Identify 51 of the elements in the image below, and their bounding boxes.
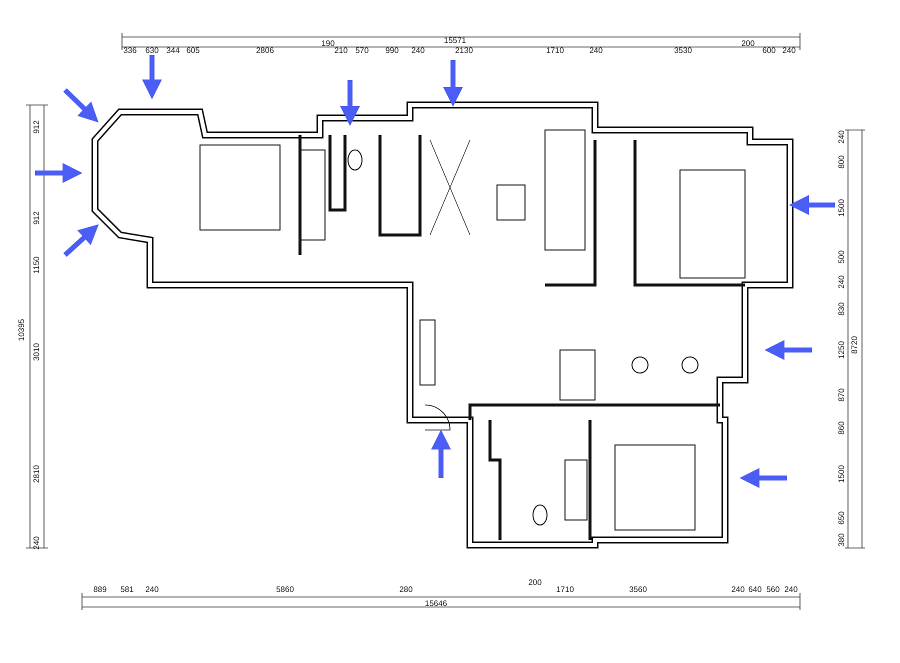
dimension-text: 3010 [33,343,41,361]
dimension-text: 240 [731,586,745,594]
dimension-text: 3560 [629,586,647,594]
dimension-text: 3530 [674,47,692,55]
dimension-text: 2806 [256,47,274,55]
dimension-text: 10395 [18,318,26,342]
dimension-text: 860 [838,421,846,435]
dimension-text: 190 [321,40,335,48]
dimension-text: 240 [838,275,846,289]
dimension-text: 650 [838,511,846,525]
dimension-text: 1250 [838,341,846,359]
dimension-text: 1500 [838,199,846,217]
dimension-text: 240 [838,130,846,144]
dimension-text: 640 [748,586,762,594]
dimension-text: 630 [145,47,159,55]
dimension-text: 2130 [455,47,473,55]
dimension-text: 15646 [424,600,448,608]
dimension-text: 240 [589,47,603,55]
dimension-text: 600 [762,47,776,55]
dimension-text: 200 [528,579,542,587]
dimension-text: 889 [93,586,107,594]
dimension-text: 500 [838,250,846,264]
dimension-text: 1710 [546,47,564,55]
dimension-text: 280 [399,586,413,594]
dimension-text: 15571 [444,37,466,45]
dimension-text: 581 [120,586,134,594]
dimension-text: 912 [33,211,41,225]
dimension-text: 560 [766,586,780,594]
dimension-text: 344 [166,47,180,55]
dimension-text: 210 [334,47,348,55]
dimension-text: 240 [411,47,425,55]
dimension-text: 8720 [851,336,859,354]
dimension-text: 605 [186,47,200,55]
dimension-text: 870 [838,388,846,402]
dimension-text: 380 [838,533,846,547]
dimension-text: 1150 [33,256,41,274]
dimension-text: 1710 [556,586,574,594]
dimension-text: 336 [123,47,137,55]
dimension-text: 912 [33,120,41,134]
dimension-text: 2810 [33,465,41,483]
dimension-text: 240 [782,47,796,55]
dimension-text: 990 [385,47,399,55]
dimension-text: 1500 [838,465,846,483]
dimension-text: 200 [741,40,755,48]
dimension-text: 240 [784,586,798,594]
dimension-text: 240 [33,536,41,550]
dimension-text: 830 [838,302,846,316]
dimension-text: 800 [838,155,846,169]
dimension-text: 5860 [276,586,294,594]
dimension-text: 240 [145,586,159,594]
dimension-text: 570 [355,47,369,55]
